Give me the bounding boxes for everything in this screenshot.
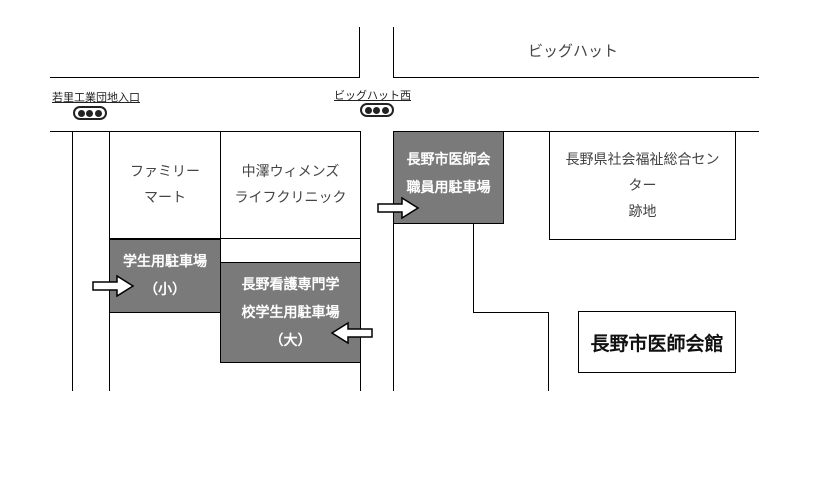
arrow-left-icon: [330, 321, 373, 345]
clinic-building: 中澤ウィメンズ ライフクリニック: [220, 131, 361, 239]
lot-boundary-horizontal: [473, 312, 549, 313]
road-north-right-edge: [393, 27, 394, 77]
arrow-right-icon: [92, 274, 135, 298]
staff-parking-label: 長野市医師会 職員用駐車場: [406, 152, 491, 196]
clinic-label: 中澤ウィメンズ ライフクリニック: [234, 164, 347, 206]
lot-boundary-vertical: [473, 223, 474, 313]
arrow-right-icon: [377, 196, 420, 220]
student-parking-large-label: 長野看護専門学 校学生用駐車場 （大）: [241, 276, 340, 349]
traffic-light-icon: [360, 103, 394, 117]
welfare-center-label: 長野県社会福祉総合セン ター 跡地: [565, 151, 720, 220]
road-center-left-edge: [360, 131, 361, 391]
medical-hall-label: 長野市医師会館: [590, 332, 724, 355]
road-west-left-edge: [72, 131, 73, 391]
family-mart-building: ファミリー マート: [109, 131, 221, 239]
welfare-center-site: 長野県社会福祉総合セン ター 跡地: [549, 131, 736, 240]
student-parking-small-label: 学生用駐車場 （小）: [123, 254, 207, 298]
traffic-light-icon: [73, 106, 107, 120]
student-parking-small: 学生用駐車場 （小）: [109, 239, 221, 313]
road-top-edge: [50, 77, 360, 78]
lot-boundary-vertical-2: [548, 312, 549, 391]
student-parking-large: 長野看護専門学 校学生用駐車場 （大）: [220, 262, 361, 363]
intersection-label-bighat-west: ビッグハット西: [334, 89, 411, 102]
road-north-left-edge: [359, 27, 360, 77]
medical-hall-building: 長野市医師会館: [578, 311, 736, 373]
family-mart-label: ファミリー マート: [130, 164, 200, 206]
big-hat-label: ビッグハット: [528, 42, 619, 60]
road-top-edge-east: [393, 77, 759, 78]
intersection-label-wakasato: 若里工業団地入口: [52, 91, 140, 104]
road-center-right-edge: [393, 131, 394, 391]
